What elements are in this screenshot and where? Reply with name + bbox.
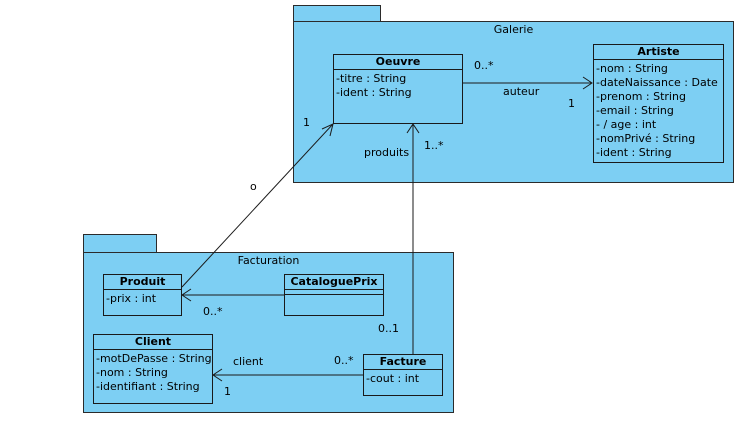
class-client-name: Client [94,335,212,350]
attribute: -dateNaissance : Date [596,76,718,89]
class-client-attributes: -motDePasse : String -nom : String -iden… [94,350,212,394]
mult-facture-oeuvre-bottom: 0..1 [378,322,399,335]
class-artiste[interactable]: Artiste -nom : String -dateNaissance : D… [593,44,724,163]
attribute: -nom : String [96,366,168,379]
class-catalogueprix-name: CataloguePrix [285,275,383,290]
role-client: client [233,355,264,368]
class-oeuvre[interactable]: Oeuvre -titre : String -ident : String [333,54,463,124]
attribute: -prenom : String [596,90,686,103]
mult-facture-client-source: 0..* [334,354,354,367]
facturation-package-name: Facturation [237,254,300,267]
attribute: -cout : int [366,372,420,385]
attribute: -prix : int [106,292,157,305]
mult-facture-client-target: 1 [224,385,231,398]
mult-catalogue-produit: 0..* [203,305,223,318]
mult-facture-oeuvre-top: 1..* [424,139,444,152]
class-catalogueprix-divider [285,294,383,295]
attribute: -ident : String [596,146,672,159]
galerie-package-name: Galerie [493,23,534,36]
mult-oeuvre-artiste-target: 1 [568,97,575,110]
role-produits: produits [364,146,410,159]
class-catalogueprix[interactable]: CataloguePrix [284,274,384,316]
attribute: -nom : String [596,62,668,75]
class-client[interactable]: Client -motDePasse : String -nom : Strin… [93,334,213,404]
attribute: -email : String [596,104,674,117]
role-auteur: auteur [503,85,540,98]
attribute: -ident : String [336,86,412,99]
mult-oeuvre-artiste-source: 0..* [474,59,494,72]
class-facture-name: Facture [364,355,442,370]
attribute: -motDePasse : String [96,352,212,365]
class-facture-attributes: -cout : int [364,370,442,386]
class-produit[interactable]: Produit -prix : int [103,274,182,316]
class-produit-name: Produit [104,275,181,290]
class-oeuvre-name: Oeuvre [334,55,462,70]
class-facture[interactable]: Facture -cout : int [363,354,443,396]
mult-produit-oeuvre: 1 [303,116,310,129]
attribute: -identifiant : String [96,380,200,393]
attribute: -nomPrivé : String [596,132,696,145]
label-produit-oeuvre: o [250,180,257,193]
attribute: -titre : String [336,72,407,85]
class-artiste-name: Artiste [594,45,723,60]
attribute: - / age : int [596,118,657,131]
class-artiste-attributes: -nom : String -dateNaissance : Date -pre… [594,60,723,160]
class-oeuvre-attributes: -titre : String -ident : String [334,70,462,100]
class-produit-attributes: -prix : int [104,290,181,306]
